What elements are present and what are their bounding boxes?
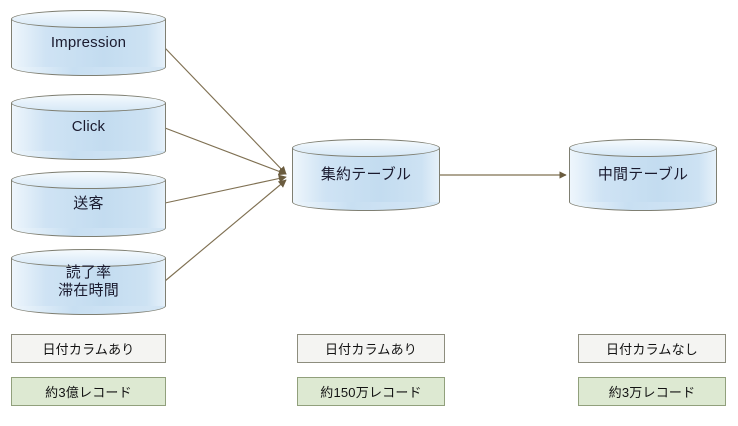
node-aggregate-table[interactable]: 集約テーブル <box>292 139 440 211</box>
cylinder-top-ellipse <box>11 249 166 267</box>
edge-soukyaku-to-aggregate <box>164 174 287 204</box>
note-right-date-column: 日付カラムなし <box>578 334 726 363</box>
node-soukyaku[interactable]: 送客 <box>11 171 166 237</box>
cylinder-top-ellipse <box>11 10 166 28</box>
edge-click-to-aggregate <box>164 127 287 176</box>
cylinder-body <box>569 148 717 202</box>
note-left-date-column: 日付カラムあり <box>11 334 166 363</box>
cylinder-body <box>292 148 440 202</box>
note-middle-record-count: 約150万レコード <box>297 377 445 406</box>
node-label: Impression <box>50 33 127 51</box>
note-text: 日付カラムなし <box>605 342 698 357</box>
note-text: 約3億レコード <box>45 385 132 400</box>
node-label: 送客 <box>73 194 104 212</box>
note-text: 日付カラムあり <box>324 342 417 357</box>
cylinder-body <box>11 180 166 228</box>
note-text: 日付カラムあり <box>42 342 135 357</box>
node-click[interactable]: Click <box>11 94 166 160</box>
node-label: 読了率 滞在時間 <box>58 263 119 299</box>
node-label: Click <box>71 117 106 135</box>
cylinder-top-ellipse <box>569 139 717 157</box>
node-label: 集約テーブル <box>320 165 412 183</box>
cylinder-top-ellipse <box>11 94 166 112</box>
node-intermediate-table[interactable]: 中間テーブル <box>569 139 717 211</box>
cylinder-top-ellipse <box>11 171 166 189</box>
note-text: 約3万レコード <box>608 385 696 400</box>
node-label: 中間テーブル <box>597 165 689 183</box>
node-dokuryo-taizai[interactable]: 読了率 滞在時間 <box>11 249 166 315</box>
edge-impression-to-aggregate <box>164 47 287 175</box>
edge-dokuryo-to-aggregate <box>164 179 287 282</box>
note-middle-date-column: 日付カラムあり <box>297 334 445 363</box>
cylinder-top-ellipse <box>292 139 440 157</box>
note-left-record-count: 約3億レコード <box>11 377 166 406</box>
note-text: 約150万レコード <box>320 385 422 400</box>
node-impression[interactable]: Impression <box>11 10 166 76</box>
note-right-record-count: 約3万レコード <box>578 377 726 406</box>
